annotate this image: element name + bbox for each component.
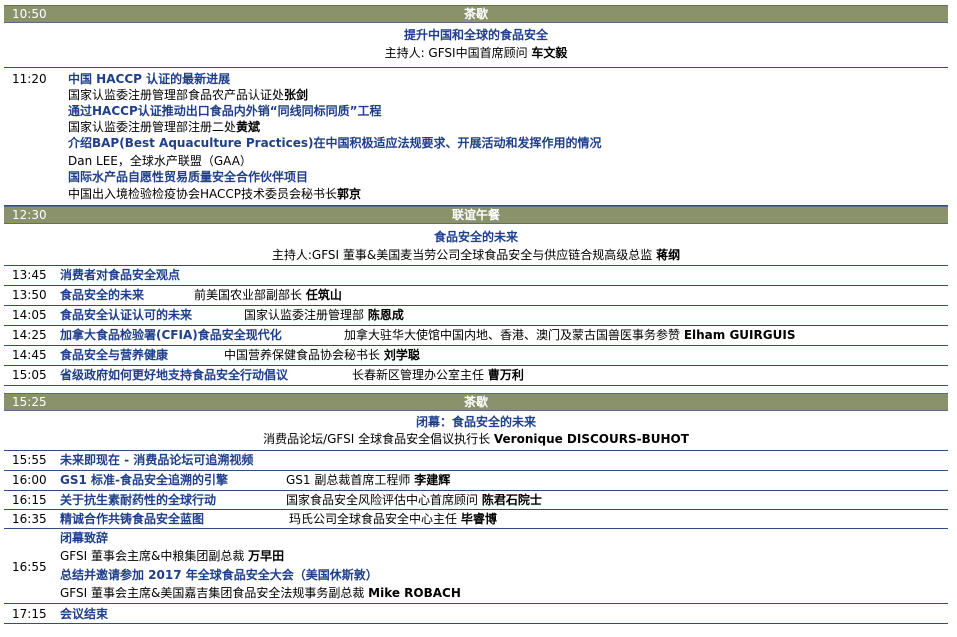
item-time: 13:45 <box>12 268 47 282</box>
item-topic: 食品安全的未来 <box>60 288 145 302</box>
break-row: 15:25 茶歇 <box>4 393 948 411</box>
break-row: 10:50 茶歇 <box>4 5 948 23</box>
item-speaker: 国家认监委注册管理部 陈恩成 <box>244 308 404 322</box>
item-speaker: 加拿大驻华大使馆中国内地、香港、澳门及蒙古国兽医事务参赞 Elham GUIRG… <box>344 328 796 342</box>
agenda-item: 14:45 食品安全与营养健康 中国营养保健食品协会秘书长 刘学聪 <box>4 346 948 366</box>
item-time: 14:25 <box>12 328 47 342</box>
session-title: 提升中国和全球的食品安全 <box>403 28 548 42</box>
item-speaker: Dan LEE，全球水产联盟（GAA） <box>68 154 252 168</box>
item-topic: 介绍BAP(Best Aquaculture Practices)在中国积极适应… <box>68 136 602 150</box>
item-time: 16:55 <box>12 560 47 574</box>
item-time: 15:05 <box>12 368 47 382</box>
session-host: 消费品论坛/GFSI 全球食品安全倡议执行长 Veronique DISCOUR… <box>263 432 689 446</box>
item-topic: 会议结束 <box>60 607 109 621</box>
agenda-item: 15:05 省级政府如何更好地支持食品安全行动倡议 长春新区管理办公室主任 曹万利 <box>4 366 948 386</box>
item-topic: 总结并邀请参加 2017 年全球食品安全大会（美国休斯敦） <box>60 568 378 582</box>
session-title: 闭幕：食品安全的未来 <box>415 415 536 429</box>
host-name: 车文毅 <box>531 46 568 60</box>
item-topic: 闭幕致辞 <box>60 531 109 545</box>
agenda-item: 14:05 食品安全认证认可的未来 国家认监委注册管理部 陈恩成 <box>4 306 948 326</box>
item-topic: 精诚合作共铸食品安全蓝图 <box>60 512 205 526</box>
agenda-item: 16:35 精诚合作共铸食品安全蓝图 玛氏公司全球食品安全中心主任 毕睿博 <box>4 510 948 529</box>
agenda-item-block: 16:55 闭幕致辞 GFSI 董事会主席&中粮集团副总裁 万早田 总结并邀请参… <box>4 529 948 604</box>
item-time: 11:20 <box>12 72 47 86</box>
item-time: 14:45 <box>12 348 47 362</box>
item-topic: 通过HACCP认证推动出口食品内外销“同线同标同质”工程 <box>68 104 382 118</box>
agenda-item: 16:00 GS1 标准-食品安全追溯的引擎 GS1 副总裁首席工程师 李建辉 <box>4 471 948 491</box>
item-speaker: GS1 副总裁首席工程师 李建辉 <box>286 473 451 487</box>
item-topic: 中国 HACCP 认证的最新进展 <box>68 72 231 86</box>
item-speaker: 中国营养保健食品协会秘书长 刘学聪 <box>224 348 420 362</box>
row-time: 15:25 <box>12 395 47 409</box>
lunch-row: 12:30 联谊午餐 <box>4 206 948 224</box>
item-speaker: 中国出入境检验检疫协会HACCP技术委员会秘书长郭京 <box>68 187 362 201</box>
item-speaker: 国家认监委注册管理部食品农产品认证处张剑 <box>68 88 309 102</box>
item-topic: 未来即现在 - 消费品论坛可追溯视频 <box>60 453 254 467</box>
item-topic: 国际水产品自愿性贸易质量安全合作伙伴项目 <box>68 170 309 184</box>
session-header: 食品安全的未来 主持人:GFSI 董事&美国麦当劳公司全球食品安全与供应链合规高… <box>4 224 948 266</box>
agenda-item: 15:55 未来即现在 - 消费品论坛可追溯视频 <box>4 451 948 471</box>
item-topic: 食品安全与营养健康 <box>60 348 169 362</box>
item-time: 16:00 <box>12 473 47 487</box>
item-time: 13:50 <box>12 288 47 302</box>
item-topic: 省级政府如何更好地支持食品安全行动倡议 <box>60 368 289 382</box>
item-speaker: GFSI 董事会主席&美国嘉吉集团食品安全法规事务副总裁 Mike ROBACH <box>60 586 461 600</box>
item-time: 17:15 <box>12 607 47 621</box>
item-speaker: 国家认监委注册管理部注册二处黄斌 <box>68 120 261 134</box>
session-host: 主持人:GFSI 董事&美国麦当劳公司全球食品安全与供应链合规高级总监 蒋纲 <box>271 248 681 262</box>
agenda-item: 17:15 会议结束 <box>4 604 948 624</box>
item-speaker: 长春新区管理办公室主任 曹万利 <box>352 368 524 382</box>
session-header: 闭幕：食品安全的未来 消费品论坛/GFSI 全球食品安全倡议执行长 Veroni… <box>4 411 948 451</box>
item-time: 15:55 <box>12 453 47 467</box>
row-label: 茶歇 <box>463 7 488 21</box>
host-role: 主持人: GFSI中国首席顾问 <box>384 46 532 60</box>
agenda-item: 16:15 关于抗生素耐药性的全球行动 国家食品安全风险评估中心首席顾问 陈君石院士 <box>4 491 948 510</box>
item-speaker: 国家食品安全风险评估中心首席顾问 陈君石院士 <box>286 493 542 507</box>
agenda-item: 13:45 消费者对食品安全观点 <box>4 266 948 286</box>
item-topic: GS1 标准-食品安全追溯的引擎 <box>60 473 229 487</box>
item-speaker: GFSI 董事会主席&中粮集团副总裁 万早田 <box>60 549 285 563</box>
item-topic: 加拿大食品检验署(CFIA)食品安全现代化 <box>60 328 282 342</box>
agenda-item: 14:25 加拿大食品检验署(CFIA)食品安全现代化 加拿大驻华大使馆中国内地、香… <box>4 326 948 346</box>
item-speaker: 玛氏公司全球食品安全中心主任 毕睿博 <box>289 512 497 526</box>
row-label: 茶歇 <box>463 395 488 409</box>
session-host: 主持人: GFSI中国首席顾问 车文毅 <box>4 44 948 62</box>
session-title: 食品安全的未来 <box>433 230 518 244</box>
row-time: 12:30 <box>12 208 47 222</box>
session-header: 提升中国和全球的食品安全 主持人: GFSI中国首席顾问 车文毅 <box>4 23 948 68</box>
item-topic: 消费者对食品安全观点 <box>60 268 181 282</box>
item-time: 16:15 <box>12 493 47 507</box>
item-time: 14:05 <box>12 308 47 322</box>
item-topic: 食品安全认证认可的未来 <box>60 308 193 322</box>
row-time: 10:50 <box>12 7 47 21</box>
item-speaker: 前美国农业部副部长 任筑山 <box>194 288 342 302</box>
row-label: 联谊午餐 <box>451 208 500 222</box>
item-topic: 关于抗生素耐药性的全球行动 <box>60 493 217 507</box>
agenda-item-block: 11:20 中国 HACCP 认证的最新进展 国家认监委注册管理部食品农产品认证… <box>4 68 948 206</box>
item-time: 16:35 <box>12 512 47 526</box>
agenda-item: 13:50 食品安全的未来 前美国农业部副部长 任筑山 <box>4 286 948 306</box>
